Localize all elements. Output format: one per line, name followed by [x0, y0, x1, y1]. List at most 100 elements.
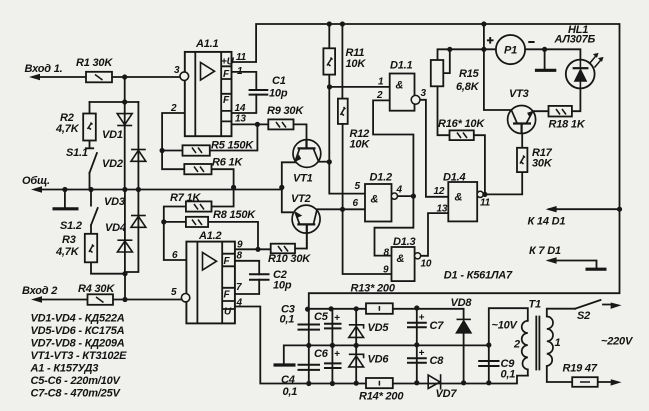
- svg-text:0,1: 0,1: [283, 386, 298, 398]
- svg-text:&: &: [455, 192, 463, 204]
- svg-text:1: 1: [555, 337, 561, 349]
- svg-text:10p: 10p: [269, 88, 288, 100]
- svg-text:F: F: [223, 69, 230, 80]
- svg-text:8: 8: [237, 251, 243, 262]
- svg-text:D1.3: D1.3: [393, 236, 416, 248]
- svg-text:C2: C2: [273, 269, 287, 281]
- svg-text:VD5: VD5: [368, 322, 390, 334]
- svg-text:T1: T1: [529, 299, 542, 311]
- svg-text:VD4: VD4: [105, 222, 126, 234]
- svg-text:К 7 D1: К 7 D1: [529, 245, 561, 257]
- svg-text:VT1-VT3 - КТ3102Е: VT1-VT3 - КТ3102Е: [31, 350, 128, 362]
- svg-text:C3: C3: [281, 304, 295, 316]
- svg-text:Общ.: Общ.: [22, 175, 50, 187]
- svg-text:R5 150K: R5 150K: [211, 140, 254, 152]
- svg-text:D1.2: D1.2: [370, 172, 393, 184]
- svg-text:P1: P1: [504, 45, 517, 57]
- svg-text:VD5-VD6 - КС175А: VD5-VD6 - КС175А: [31, 325, 125, 337]
- svg-text:R13* 200: R13* 200: [351, 283, 396, 295]
- svg-text:C6: C6: [314, 348, 329, 360]
- svg-text:0,1: 0,1: [501, 369, 516, 381]
- svg-text:10K: 10K: [350, 139, 371, 151]
- svg-text:VD7-VD8 - КД209А: VD7-VD8 - КД209А: [31, 338, 125, 350]
- svg-text:R15: R15: [459, 68, 480, 80]
- svg-text:К 14 D1: К 14 D1: [528, 216, 566, 228]
- svg-text:F: F: [224, 290, 231, 301]
- svg-text:9: 9: [383, 265, 389, 276]
- svg-text:+: +: [334, 349, 340, 360]
- svg-text:VT3: VT3: [509, 88, 529, 100]
- svg-text:C5-C6 - 220m/10V: C5-C6 - 220m/10V: [31, 375, 122, 387]
- svg-text:VD8: VD8: [451, 297, 473, 309]
- svg-text:2: 2: [513, 339, 520, 351]
- svg-text:C5: C5: [314, 311, 329, 323]
- svg-text:4,7K: 4,7K: [55, 123, 80, 135]
- svg-text:D1 - К561ЛА7: D1 - К561ЛА7: [444, 270, 513, 282]
- svg-text:R2: R2: [60, 112, 74, 124]
- svg-text:А1 - К157УД3: А1 - К157УД3: [30, 363, 99, 375]
- svg-text:C8: C8: [430, 355, 445, 367]
- svg-text:R10 30K: R10 30K: [268, 253, 311, 265]
- svg-text:R16* 10K: R16* 10K: [438, 118, 485, 130]
- svg-text:C1: C1: [272, 75, 286, 87]
- svg-text:D1.4: D1.4: [443, 172, 466, 184]
- svg-text:3: 3: [174, 65, 180, 76]
- svg-text:R17: R17: [532, 147, 553, 159]
- svg-text:4,7K: 4,7K: [55, 246, 80, 258]
- svg-text:R12: R12: [350, 128, 370, 140]
- svg-text:2: 2: [376, 90, 383, 101]
- svg-text:R6 1K: R6 1K: [212, 157, 243, 169]
- svg-text:5: 5: [171, 287, 177, 298]
- svg-text:VD3: VD3: [104, 196, 125, 208]
- svg-text:0,1: 0,1: [280, 314, 295, 326]
- svg-text:&: &: [396, 80, 404, 92]
- svg-text:VT1: VT1: [293, 173, 313, 185]
- svg-text:+U: +U: [221, 57, 235, 68]
- svg-text:HL1: HL1: [568, 24, 588, 36]
- svg-text:30K: 30K: [532, 158, 553, 170]
- svg-text:A1.2: A1.2: [198, 230, 222, 242]
- svg-text:6,8K: 6,8K: [456, 81, 480, 93]
- svg-text:~10V: ~10V: [492, 320, 519, 332]
- svg-text:A1.1: A1.1: [195, 38, 219, 50]
- svg-text:VD1: VD1: [102, 129, 123, 141]
- svg-text:R11: R11: [346, 47, 365, 59]
- svg-text:S2: S2: [577, 310, 590, 322]
- svg-text:R19 47: R19 47: [563, 363, 598, 375]
- svg-text:11: 11: [236, 52, 247, 63]
- svg-text:R18 1K: R18 1K: [549, 119, 586, 131]
- svg-text:S1.2: S1.2: [60, 220, 82, 232]
- svg-text:7: 7: [236, 282, 242, 293]
- svg-text:R1 30K: R1 30K: [76, 57, 113, 69]
- svg-text:13: 13: [235, 114, 246, 125]
- svg-text:11: 11: [480, 198, 491, 209]
- svg-text:&: &: [397, 253, 405, 265]
- svg-text:R9 30K: R9 30K: [267, 105, 304, 117]
- svg-text:5: 5: [355, 181, 361, 192]
- svg-text:9: 9: [237, 240, 243, 251]
- svg-text:VD1-VD4 - КД522А: VD1-VD4 - КД522А: [31, 313, 125, 325]
- svg-text:D1.1: D1.1: [390, 60, 413, 72]
- svg-text:3: 3: [421, 88, 427, 99]
- svg-text:C7-C8 - 470m/25V: C7-C8 - 470m/25V: [31, 388, 122, 400]
- svg-text:VD7: VD7: [436, 388, 458, 400]
- svg-text:12: 12: [434, 186, 445, 197]
- svg-text:АЛ307Б: АЛ307Б: [554, 34, 596, 46]
- svg-text:4: 4: [236, 298, 243, 309]
- svg-text:10p: 10p: [273, 280, 292, 292]
- svg-text:C4: C4: [281, 374, 295, 386]
- svg-text:1: 1: [237, 66, 243, 77]
- svg-text:C7: C7: [430, 320, 445, 332]
- svg-text:VD2: VD2: [102, 158, 123, 170]
- svg-text:Вход 1.: Вход 1.: [25, 63, 63, 75]
- svg-text:10K: 10K: [346, 58, 367, 70]
- svg-text:2: 2: [170, 103, 177, 114]
- svg-text:R4 30K: R4 30K: [78, 283, 115, 295]
- svg-text:F: F: [223, 95, 230, 106]
- svg-text:8: 8: [384, 248, 390, 259]
- svg-text:F: F: [224, 256, 231, 267]
- svg-text:13: 13: [437, 204, 448, 215]
- svg-text:R3: R3: [62, 234, 76, 246]
- svg-text:Вход 2: Вход 2: [22, 285, 57, 297]
- svg-text:&: &: [371, 194, 379, 206]
